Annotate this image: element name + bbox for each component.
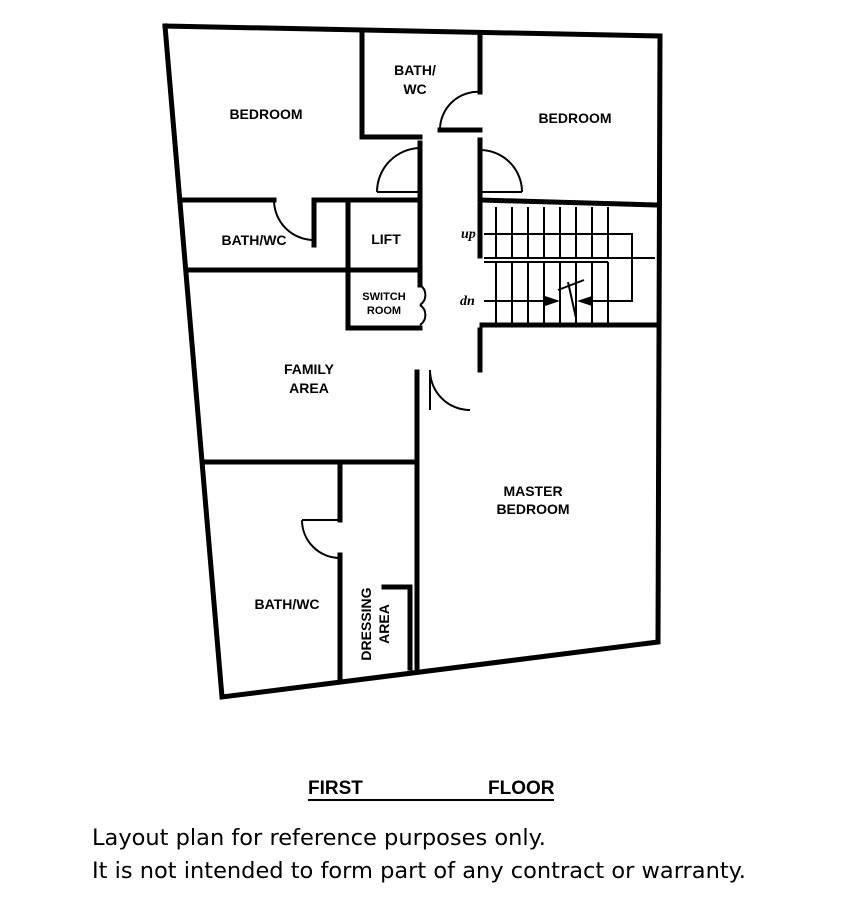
room-label-dressing-area-2: AREA <box>376 604 392 644</box>
floor-plan: BEDROOM BATH/ WC BEDROOM BATH/WC LIFT SW… <box>162 23 663 700</box>
floor-title-first: FIRST <box>308 778 363 799</box>
room-label-family-area: FAMILY <box>284 361 335 377</box>
room-label-bath-wc-bottom: BATH/WC <box>254 596 319 612</box>
disclaimer-line-1: Layout plan for reference purposes only. <box>92 825 546 851</box>
room-label-switch-room-2: ROOM <box>367 305 401 317</box>
room-label-dressing-area: DRESSING <box>358 587 374 660</box>
staircase <box>484 207 655 325</box>
disclaimer: Layout plan for reference purposes only.… <box>92 822 852 888</box>
room-label-bath-wc-top-2: WC <box>403 81 426 97</box>
floor-title: FIRST FLOOR <box>308 778 558 804</box>
stair-up-label: up <box>461 227 476 242</box>
room-label-switch-room: SWITCH <box>362 291 405 303</box>
room-label-bath-wc-top: BATH/ <box>394 62 436 78</box>
floor-title-floor: FLOOR <box>488 778 555 799</box>
stair-down-label: dn <box>460 294 475 309</box>
interior-walls <box>177 27 661 684</box>
room-label-bedroom-left: BEDROOM <box>229 106 302 122</box>
doors <box>273 90 523 559</box>
room-label-master-bedroom: MASTER <box>503 483 562 499</box>
disclaimer-line-2: It is not intended to form part of any c… <box>92 858 746 884</box>
outer-walls <box>162 23 663 700</box>
room-label-lift: LIFT <box>371 231 401 247</box>
room-label-bedroom-right: BEDROOM <box>538 110 611 126</box>
room-label-family-area-2: AREA <box>289 380 329 396</box>
floor-title-underline <box>308 799 554 801</box>
room-label-master-bedroom-2: BEDROOM <box>496 501 569 517</box>
room-label-bath-wc-mid: BATH/WC <box>221 232 286 248</box>
